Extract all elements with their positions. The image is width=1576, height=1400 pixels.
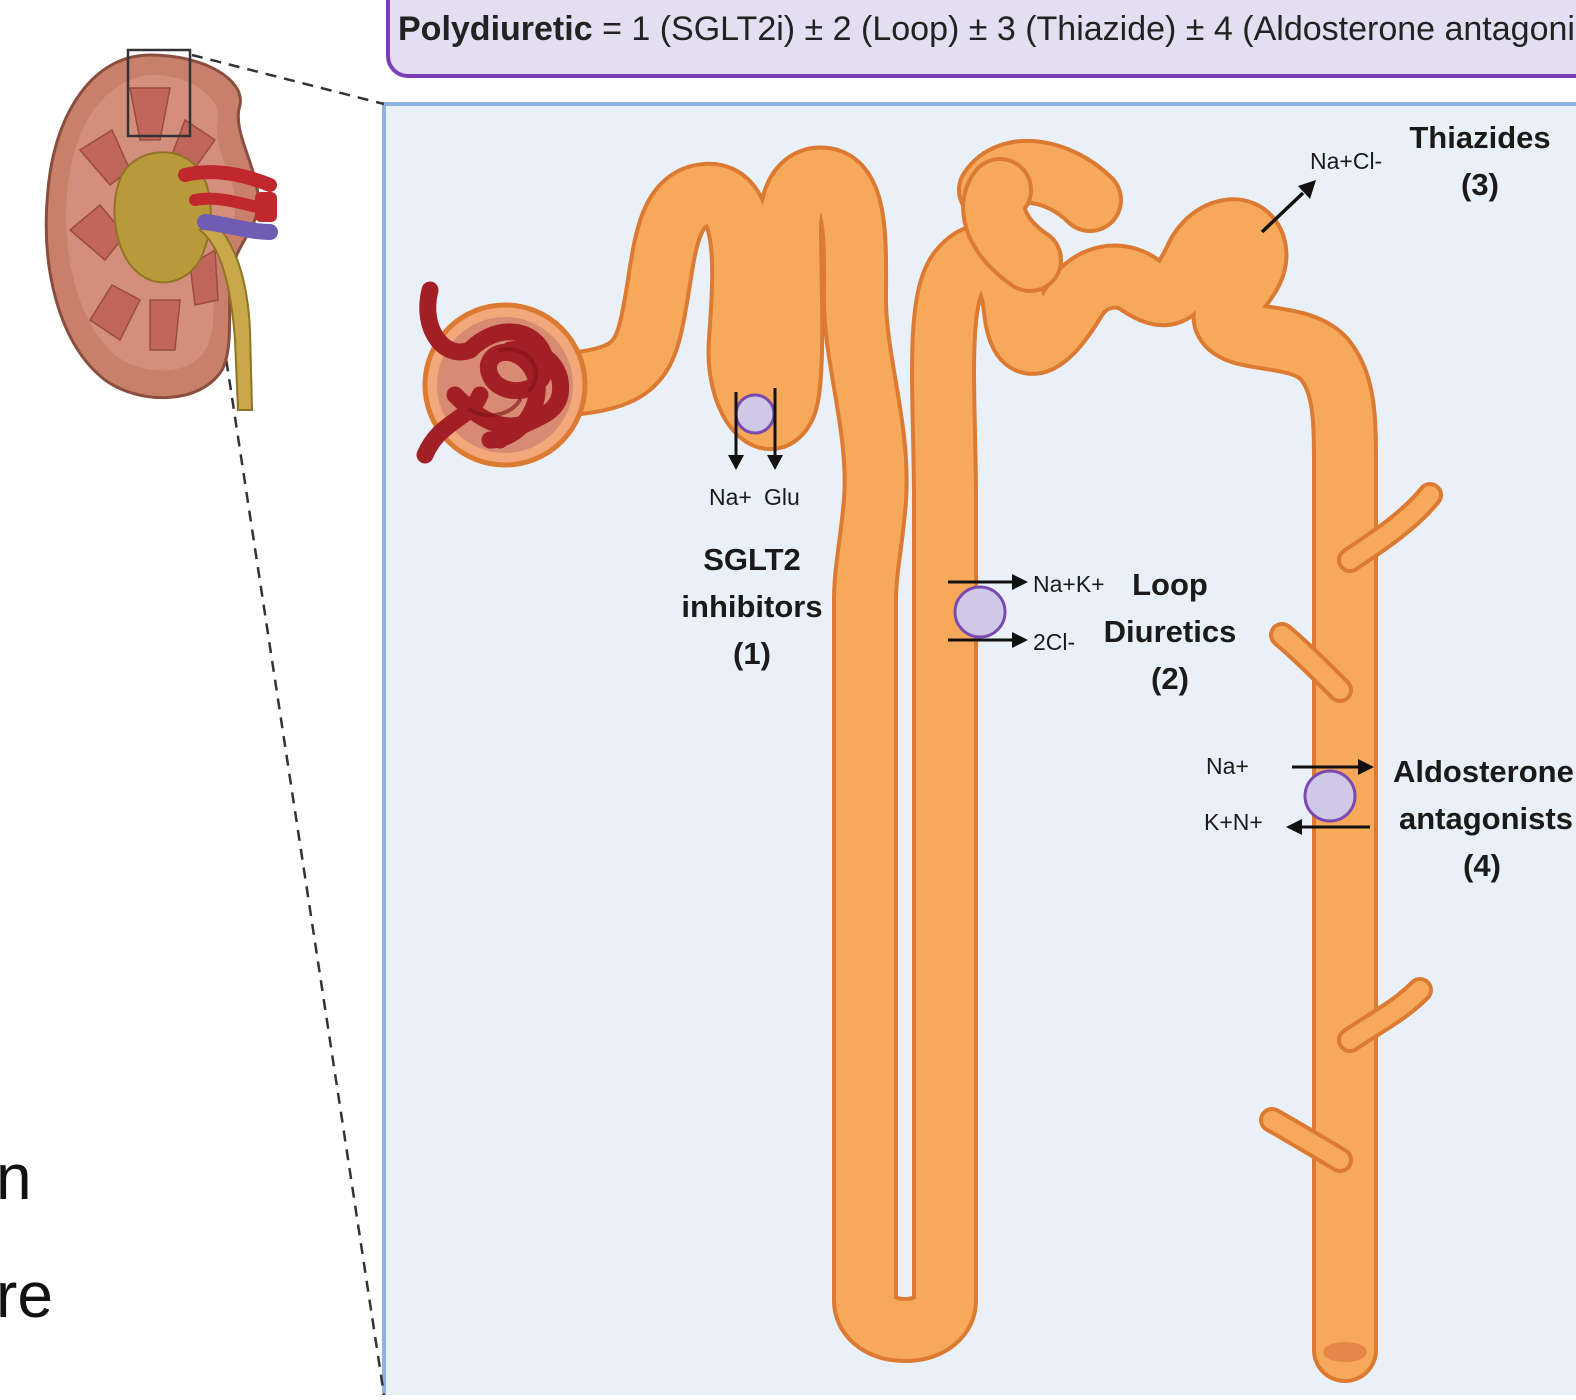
loop-num: (2) [1095,655,1245,702]
loop-name: Loop [1095,561,1245,608]
aldo-ion-kn: K+N+ [1204,809,1263,836]
aldo-num: (4) [1393,842,1576,889]
aldo-ion-na: Na+ [1206,753,1249,780]
aldo-name2: antagonists [1393,795,1576,842]
side-text-line1: n [0,1140,32,1214]
loop-ion-nak: Na+K+ [1033,571,1105,598]
thiazide-name: Thiazides [1395,114,1565,161]
loop-label: Loop Diuretics (2) [1095,561,1245,702]
banner-formula: = 1 (SGLT2i) ± 2 (Loop) ± 3 (Thiazide) ±… [602,10,1576,48]
sglt2-name: SGLT2 [662,536,842,583]
aldo-label: Aldosterone antagonists (4) [1393,748,1576,889]
aldo-name: Aldosterone [1393,748,1576,795]
sglt2-ion-na: Na+ [709,484,752,511]
loop-name2: Diuretics [1095,608,1245,655]
sglt2-label: SGLT2 inhibitors (1) [662,536,842,677]
sglt2-num: (1) [662,630,842,677]
sglt2-ion-glu: Glu [764,484,800,511]
formula-banner-text: Polydiuretic = 1 (SGLT2i) ± 2 (Loop) ± 3… [398,12,1576,46]
side-text-line2: re [0,1258,53,1332]
sglt2-name2: inhibitors [662,583,842,630]
thiazide-ion-nacl: Na+Cl- [1310,148,1382,175]
banner-title: Polydiuretic [398,10,593,48]
thiazide-label: Thiazides (3) [1395,114,1565,208]
loop-ion-cl: 2Cl- [1033,629,1075,656]
kidney-illustration [46,50,277,410]
thiazide-num: (3) [1395,161,1565,208]
